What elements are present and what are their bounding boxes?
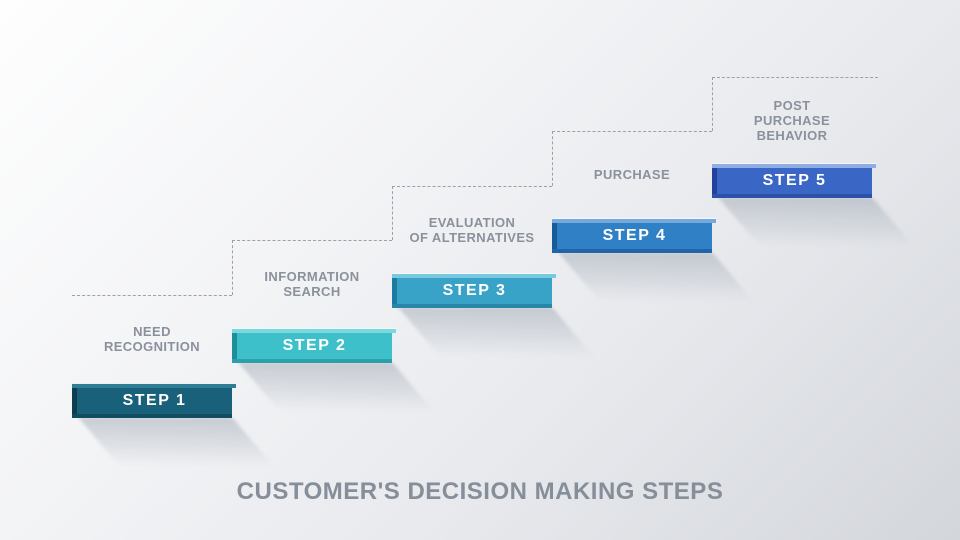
step-5-name-label: POST PURCHASE BEHAVIOR: [753, 97, 831, 143]
step-5-group: POST PURCHASE BEHAVIOR STEP 5: [712, 98, 914, 247]
step-1-shadow: [78, 417, 274, 467]
dashed-connector-h3: [392, 186, 552, 187]
step-2-bar-top-edge: [232, 328, 396, 333]
step-2-shadow: [238, 362, 434, 412]
step-5-bar-label: STEP 5: [762, 172, 827, 189]
step-2-bar: STEP 2: [232, 333, 392, 359]
step-1-bar-top-edge: [72, 383, 236, 388]
step-1-name-label: NEED RECOGNITION: [103, 324, 201, 354]
step-5-shadow: [718, 197, 914, 247]
dashed-connector-h5: [712, 77, 878, 78]
step-5-bar-bottom-edge: [712, 194, 872, 198]
step-3-name-label: EVALUATION OF ALTERNATIVES: [409, 214, 535, 245]
step-2-bar-bottom-edge: [232, 359, 392, 363]
step-5-bar: STEP 5: [712, 168, 872, 194]
step-1-group: NEED RECOGNITION STEP 1: [72, 324, 274, 467]
step-4-group: PURCHASE STEP 4: [552, 167, 754, 302]
dashed-connector-h2: [232, 240, 392, 241]
dashed-connector-v1: [232, 240, 233, 295]
step-4-bar-top-edge: [552, 218, 716, 223]
step-1-bar-bottom-edge: [72, 414, 232, 418]
step-1-bar: STEP 1: [72, 388, 232, 414]
step-3-bar-label: STEP 3: [442, 282, 507, 299]
step-5-bar-top-edge: [712, 163, 876, 168]
step-3-bar: STEP 3: [392, 278, 552, 304]
step-3-bar-top-edge: [392, 273, 556, 278]
step-3-bar-bottom-edge: [392, 304, 552, 308]
dashed-connector-h1: [72, 295, 232, 296]
dashed-connector-h4: [552, 131, 712, 132]
step-4-shadow: [558, 252, 754, 302]
step-1-bar-label: STEP 1: [122, 392, 187, 409]
dashed-connector-v3: [552, 131, 553, 186]
dashed-connector-v2: [392, 186, 393, 240]
page-title: CUSTOMER'S DECISION MAKING STEPS: [236, 478, 724, 505]
step-3-group: EVALUATION OF ALTERNATIVES STEP 3: [392, 215, 594, 357]
step-2-group: INFORMATION SEARCH STEP 2: [232, 269, 434, 412]
step-2-name-label: INFORMATION SEARCH: [264, 269, 360, 299]
step-4-bar-bottom-edge: [552, 249, 712, 253]
step-4-bar-label: STEP 4: [602, 227, 667, 244]
step-3-shadow: [398, 307, 594, 357]
step-4-name-label: PURCHASE: [593, 167, 671, 182]
step-2-bar-label: STEP 2: [282, 337, 347, 354]
dashed-connector-v4: [712, 77, 713, 131]
step-4-bar: STEP 4: [552, 223, 712, 249]
